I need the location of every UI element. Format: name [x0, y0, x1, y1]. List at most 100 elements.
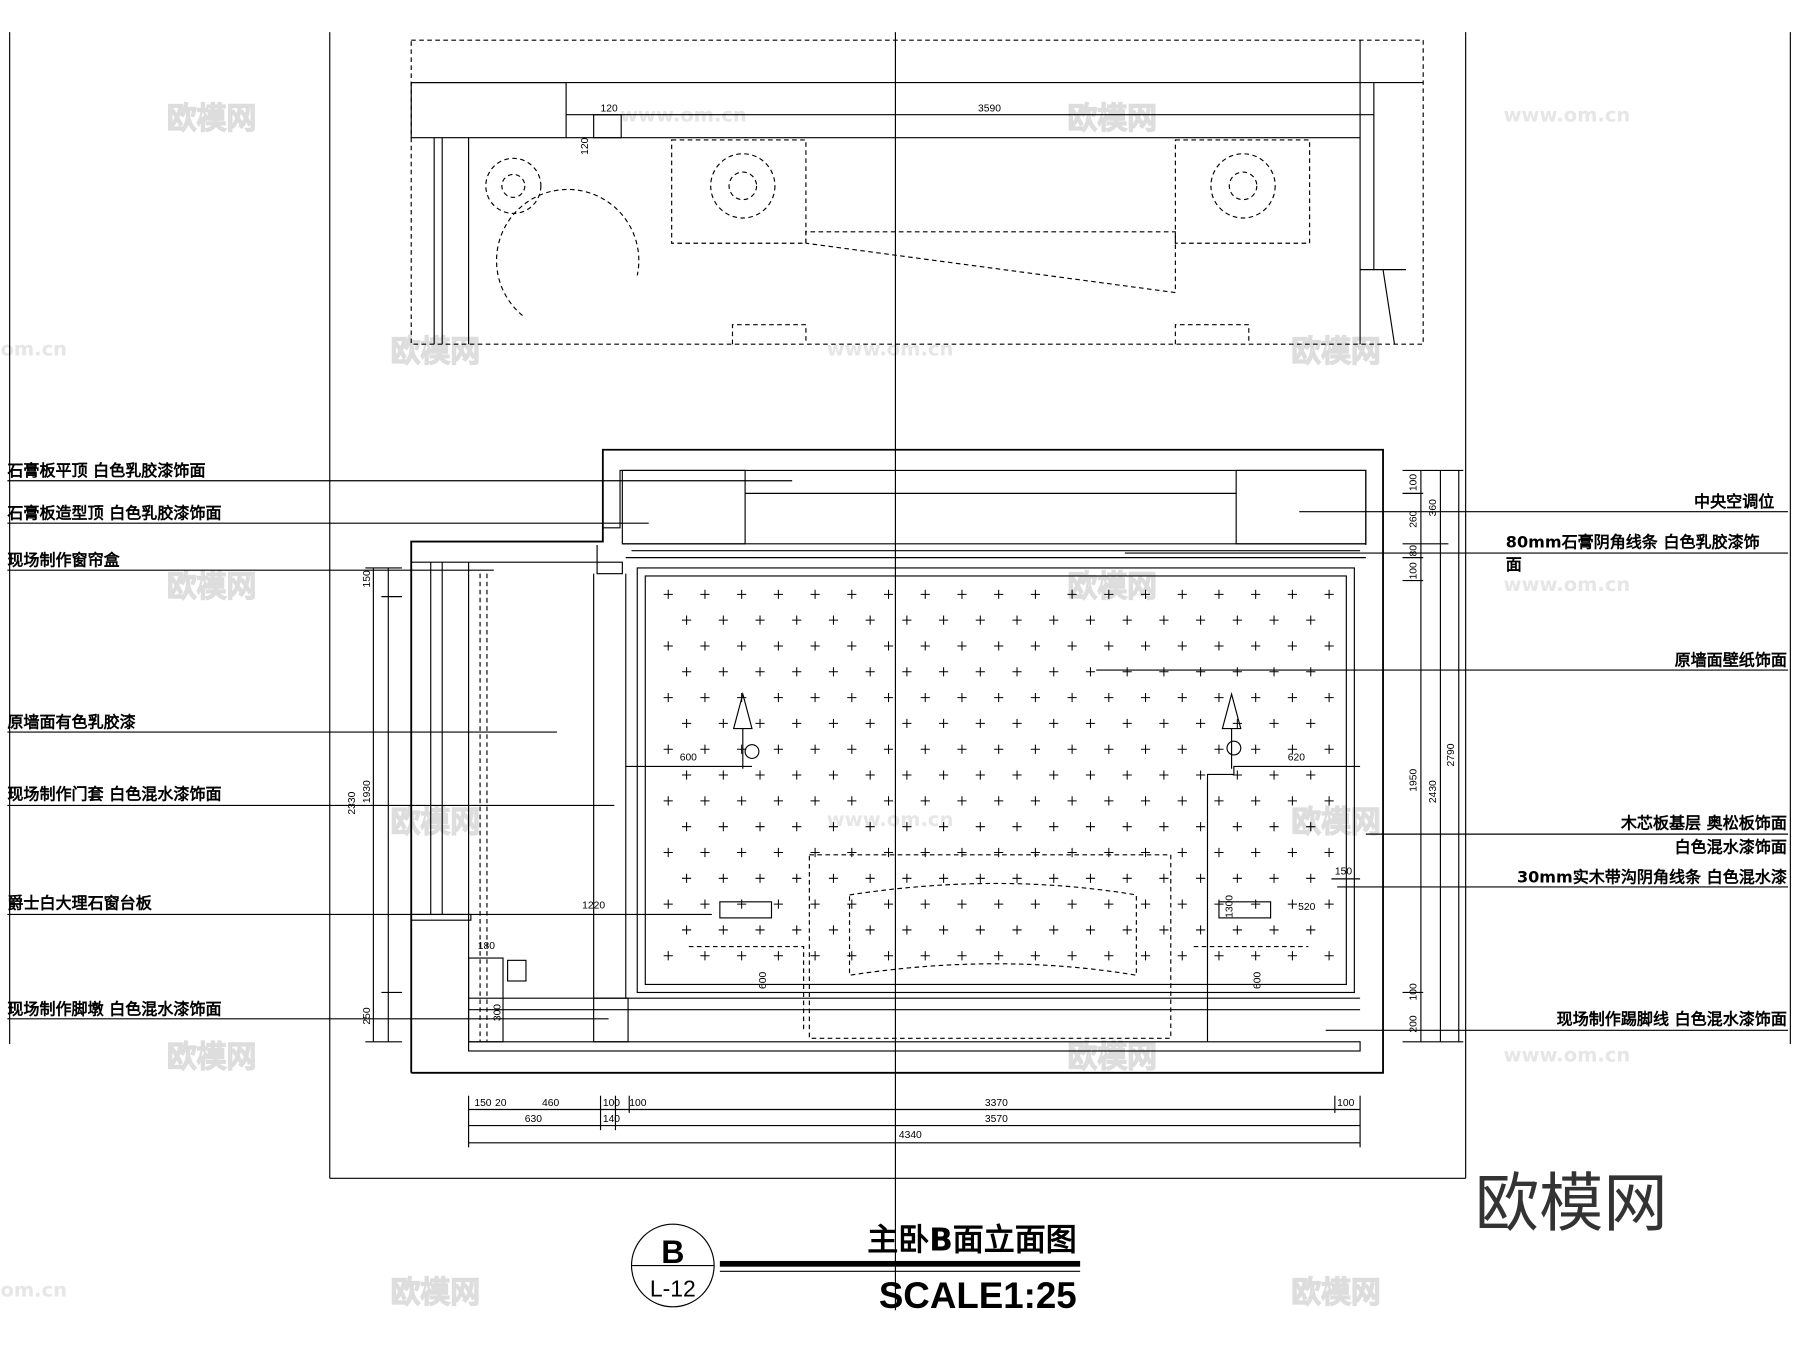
- wallpaper-cross: [1269, 925, 1279, 935]
- dim-text: 360: [1428, 499, 1439, 516]
- wallpaper-cross: [1049, 770, 1059, 780]
- wallpaper-cross: [902, 667, 912, 677]
- dim-text: 1930: [362, 780, 373, 803]
- wallpaper-cross: [1159, 925, 1169, 935]
- elevation: [410, 448, 1384, 1074]
- wallpaper-cross: [810, 744, 820, 754]
- wallpaper-cross: [1067, 951, 1077, 961]
- wallpaper-cross: [1306, 667, 1316, 677]
- wallpaper-cross: [865, 718, 875, 728]
- wallpaper-cross: [902, 770, 912, 780]
- wallpaper-cross: [1324, 641, 1334, 651]
- watermark: om.cn: [0, 338, 67, 361]
- wallpaper-cross: [1049, 718, 1059, 728]
- wallpaper-cross: [1122, 925, 1132, 935]
- wallpaper-cross: [1269, 718, 1279, 728]
- dim-text: 630: [525, 1114, 542, 1125]
- wallpaper-cross: [883, 847, 894, 858]
- watermark: 欧模网: [1068, 1040, 1157, 1075]
- wallpaper-cross: [939, 770, 949, 780]
- wallpaper-cross: [1122, 718, 1132, 728]
- wallpaper-cross: [737, 744, 747, 754]
- wallpaper-cross: [902, 873, 912, 883]
- wallpaper-cross: [737, 899, 747, 909]
- dim-text: 620: [1288, 753, 1305, 764]
- dim-text: 600: [680, 753, 697, 764]
- wallpaper-cross: [1067, 744, 1077, 754]
- wallpaper-cross: [792, 667, 802, 677]
- dim-text: 600: [758, 972, 769, 989]
- wallpaper-cross: [1012, 718, 1022, 728]
- wallpaper-cross: [920, 847, 930, 858]
- wallpaper-cross: [1104, 744, 1114, 754]
- wallpaper-cross: [1214, 744, 1224, 754]
- wallpaper-cross: [1030, 693, 1040, 703]
- wallpaper-cross: [718, 615, 728, 625]
- wallpaper-cross: [1085, 873, 1096, 883]
- wallpaper-cross: [1012, 925, 1022, 935]
- wallpaper-cross: [1324, 589, 1334, 599]
- wallpaper-cross: [865, 925, 875, 935]
- wallpaper-cross: [1287, 744, 1297, 754]
- wallpaper-cross: [1049, 822, 1059, 832]
- wallpaper-cross: [682, 873, 692, 883]
- annotation-label: 现场制作窗帘盒: [7, 551, 120, 570]
- annotation-label: 白色混水漆饰面: [1675, 837, 1787, 856]
- wallpaper-cross: [1140, 847, 1151, 858]
- annotation-label: 原墙面壁纸饰面: [1675, 650, 1787, 669]
- dim-text: 460: [542, 1098, 559, 1109]
- wallpaper-cross: [939, 615, 949, 625]
- wallpaper-cross: [773, 744, 783, 754]
- wallpaper-cross: [737, 641, 747, 651]
- wallpaper-cross: [828, 718, 839, 728]
- wallpaper-cross: [1122, 667, 1132, 677]
- wallpaper-cross: [1140, 641, 1151, 651]
- wallpaper-cross: [865, 770, 875, 780]
- wallpaper-cross: [902, 822, 912, 832]
- wallpaper-cross: [847, 589, 857, 599]
- wallpaper-cross: [1287, 641, 1297, 651]
- annotation-label: 80mm石膏阴角线条 白色乳胶漆饰: [1506, 532, 1760, 551]
- wallpaper-cross: [847, 951, 857, 961]
- watermark: 欧模网: [1291, 1275, 1380, 1310]
- wallpaper-cross: [865, 873, 875, 883]
- wallpaper-cross: [718, 770, 728, 780]
- right-vertical-dimensions: 100 260 360 80 100 1950 2430 2790 100 20…: [1402, 469, 1464, 1043]
- wallpaper-cross: [810, 899, 820, 909]
- wallpaper-cross: [1177, 744, 1187, 754]
- wallpaper-cross: [1196, 615, 1206, 625]
- wallpaper-cross: [682, 822, 692, 832]
- right-annotations: 中央空调位 80mm石膏阴角线条 白色乳胶漆饰 面 原墙面壁纸饰面 木芯板基层 …: [1096, 492, 1789, 1031]
- wallpaper-cross: [1324, 693, 1334, 703]
- wallpaper-cross: [883, 951, 894, 961]
- wallpaper-cross: [939, 718, 949, 728]
- wallpaper-cross: [1269, 873, 1279, 883]
- wallpaper-cross: [1067, 641, 1077, 651]
- wallpaper-cross: [1196, 667, 1206, 677]
- watermark: www.om.cn: [1504, 104, 1631, 127]
- wallpaper-cross: [994, 796, 1004, 806]
- wallpaper-cross: [1012, 873, 1022, 883]
- wallpaper-cross: [1012, 770, 1022, 780]
- wallpaper-cross: [975, 770, 985, 780]
- wallpaper-cross: [1269, 667, 1279, 677]
- wallpaper-cross: [1012, 667, 1022, 677]
- dim-text: 520: [1298, 902, 1315, 913]
- wallpaper-cross: [792, 718, 802, 728]
- wallpaper-cross: [883, 693, 894, 703]
- wallpaper-cross: [1159, 873, 1169, 883]
- wallpaper-cross: [883, 796, 894, 806]
- wallpaper-cross: [975, 925, 985, 935]
- wallpaper-cross: [1177, 641, 1187, 651]
- wallpaper-cross: [737, 796, 747, 806]
- watermark: www.om.cn: [1504, 1043, 1631, 1066]
- annotation-label: 石膏板平顶 白色乳胶漆饰面: [6, 461, 205, 480]
- wallpaper-cross: [957, 589, 967, 599]
- wallpaper-cross: [1324, 744, 1334, 754]
- wallpaper-cross: [663, 796, 673, 806]
- wallpaper-cross: [1214, 589, 1224, 599]
- wallpaper-cross: [1122, 873, 1132, 883]
- wallpaper-cross: [939, 667, 949, 677]
- wallpaper-cross: [1159, 770, 1169, 780]
